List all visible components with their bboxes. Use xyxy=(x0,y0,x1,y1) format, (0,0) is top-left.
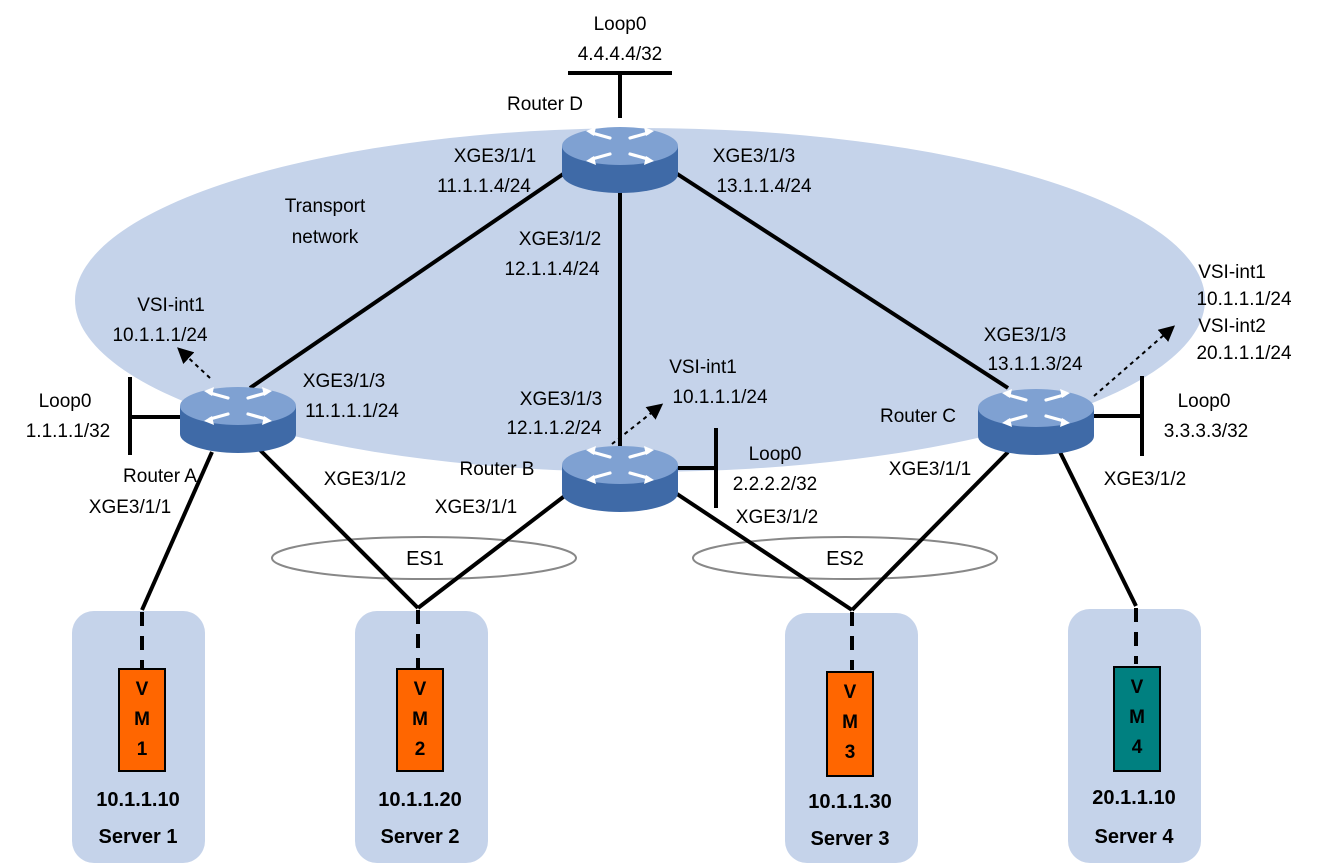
router-b-port-right: XGE3/1/2 xyxy=(736,507,818,528)
router-b-vsi-label: VSI-int1 xyxy=(669,357,737,378)
es1-ellipse xyxy=(271,536,577,580)
router-a-port-left: XGE3/1/1 xyxy=(89,497,171,518)
router-a-loop-label: Loop0 xyxy=(39,391,92,412)
es2-label: ES2 xyxy=(826,548,864,570)
vsi-arrow-c xyxy=(1093,325,1176,397)
server-3-name: Server 3 xyxy=(811,828,890,850)
router-a-loop-ip: 1.1.1.1/32 xyxy=(26,421,111,442)
router-c-vsi2-ip: 20.1.1.1/24 xyxy=(1196,343,1292,364)
transport-label-line2: network xyxy=(292,227,359,248)
server-2-name: Server 2 xyxy=(381,826,460,848)
vm-1-letter-v: V xyxy=(136,679,149,700)
vm-1-box xyxy=(118,668,166,772)
server-4-ip: 20.1.1.10 xyxy=(1092,787,1175,809)
link-d-c xyxy=(666,166,1010,390)
vsi-arrow-a xyxy=(177,347,211,379)
router-d-loop-ip: 4.4.4.4/32 xyxy=(578,44,663,65)
router-a-vsi-label: VSI-int1 xyxy=(137,295,205,316)
vm-2-letter-m: M xyxy=(412,709,428,730)
router-a-port-right: XGE3/1/2 xyxy=(324,469,406,490)
router-d-port-mid: XGE3/1/2 xyxy=(519,229,601,250)
link-a-server2 xyxy=(258,448,420,610)
link-b-server2 xyxy=(416,486,577,610)
vm-3-number: 3 xyxy=(845,742,856,763)
router-d-port-left: XGE3/1/1 xyxy=(454,146,536,167)
vm-3-letter-m: M xyxy=(842,712,858,733)
router-c-vsi1-ip: 10.1.1.1/24 xyxy=(1196,289,1292,310)
router-a-port-up: XGE3/1/3 xyxy=(303,371,385,392)
vsi-arrow-b xyxy=(611,403,664,445)
router-d-port-right-ip: 13.1.1.4/24 xyxy=(716,176,812,197)
router-d-name: Router D xyxy=(507,94,583,115)
router-a-vsi-ip: 10.1.1.1/24 xyxy=(112,325,208,346)
server-4-name: Server 4 xyxy=(1095,826,1175,848)
router-b-vsi-ip: 10.1.1.1/24 xyxy=(672,387,768,408)
router-c-port-left: XGE3/1/1 xyxy=(889,459,971,480)
router-c-loop-label: Loop0 xyxy=(1178,391,1231,412)
router-c-vsi1-label: VSI-int1 xyxy=(1198,262,1266,283)
transport-label-line1: Transport xyxy=(285,196,366,217)
vm-2-number: 2 xyxy=(415,739,426,760)
router-b-name: Router B xyxy=(460,459,535,480)
router-c-vsi2-label: VSI-int2 xyxy=(1198,316,1266,337)
vm-4-letter-v: V xyxy=(1131,677,1144,698)
vm-1-number: 1 xyxy=(137,739,148,760)
router-b-loop-label: Loop0 xyxy=(749,444,802,465)
router-b-port-up: XGE3/1/3 xyxy=(520,389,602,410)
server-3-ip: 10.1.1.30 xyxy=(808,791,891,813)
router-c-port-up: XGE3/1/3 xyxy=(984,325,1066,346)
vm-4-box xyxy=(1113,666,1161,772)
router-c-icon xyxy=(976,387,1096,457)
link-c-server3 xyxy=(850,450,1010,612)
router-d-icon xyxy=(560,125,680,195)
router-d-port-left-ip: 11.1.1.4/24 xyxy=(437,176,531,197)
router-b-icon xyxy=(560,444,680,514)
router-b-loop-ip: 2.2.2.2/32 xyxy=(733,474,818,495)
router-b-port-left: XGE3/1/1 xyxy=(435,497,517,518)
server-1-name: Server 1 xyxy=(99,826,178,848)
router-d-port-right: XGE3/1/3 xyxy=(713,146,795,167)
server-2-ip: 10.1.1.20 xyxy=(378,789,461,811)
server-1-ip: 10.1.1.10 xyxy=(96,789,179,811)
router-a-port-up-ip: 11.1.1.1/24 xyxy=(305,401,399,422)
router-c-name: Router C xyxy=(880,406,956,427)
es2-ellipse xyxy=(692,536,998,580)
vm-3-box xyxy=(826,671,874,777)
router-d-loop-label: Loop0 xyxy=(594,14,647,35)
link-d-a xyxy=(248,166,574,390)
vm-3-letter-v: V xyxy=(844,682,857,703)
vm-2-letter-v: V xyxy=(414,679,427,700)
router-d-port-mid-ip: 12.1.1.4/24 xyxy=(504,259,600,280)
vm-1-letter-m: M xyxy=(134,709,150,730)
vm-4-number: 4 xyxy=(1132,737,1143,758)
link-a-server1 xyxy=(140,451,214,611)
router-a-name: Router A xyxy=(123,466,197,487)
link-b-server3 xyxy=(666,486,854,612)
vm-2-box xyxy=(396,668,444,772)
router-b-port-up-ip: 12.1.1.2/24 xyxy=(506,418,602,439)
es1-label: ES1 xyxy=(406,548,444,570)
vm-4-letter-m: M xyxy=(1129,707,1145,728)
router-c-loop-ip: 3.3.3.3/32 xyxy=(1164,421,1249,442)
router-c-port-up-ip: 13.1.1.3/24 xyxy=(987,354,1083,375)
link-c-server4 xyxy=(1058,451,1138,607)
transport-network-area xyxy=(75,128,1205,472)
router-a-icon xyxy=(178,385,298,455)
router-c-port-right: XGE3/1/2 xyxy=(1104,469,1186,490)
